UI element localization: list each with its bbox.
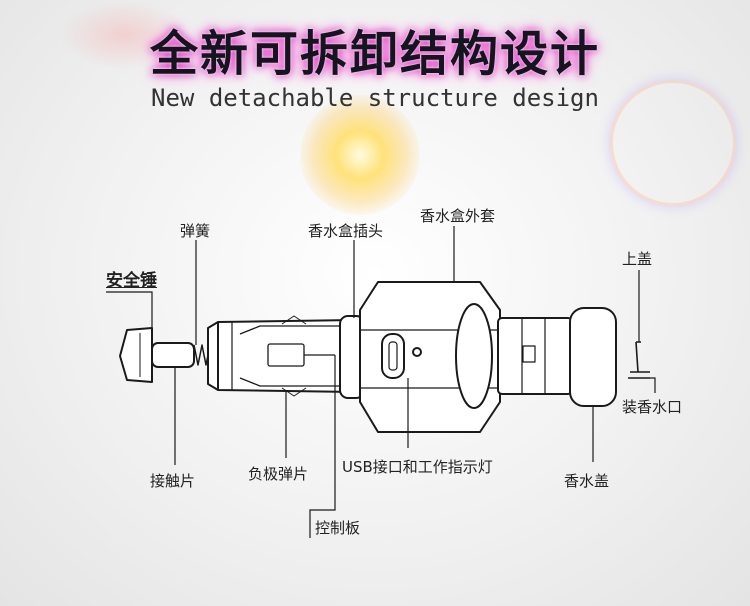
label-contact: 接触片 [150, 472, 196, 490]
perfume-cap [569, 307, 617, 407]
label-usb-light: USB接口和工作指示灯 [342, 458, 493, 476]
label-refill-port: 装香水口 [622, 398, 683, 416]
shell-opening [455, 303, 493, 409]
label-perfume-plug: 香水盒插头 [308, 222, 384, 240]
label-safety-hammer: 安全锤 [106, 271, 157, 291]
top-cover-part [628, 341, 650, 379]
leader-safety-hammer [106, 291, 153, 328]
label-top-cover: 上盖 [622, 250, 653, 268]
internal-chip [267, 343, 305, 367]
page-subtitle: New detachable structure design [151, 84, 599, 112]
label-perfume-cap: 香水盖 [564, 472, 610, 490]
indicator-light [412, 347, 422, 357]
page-title: 全新可拆卸结构设计 [149, 26, 600, 82]
contact-pin [151, 342, 195, 368]
safety-hammer-part [119, 327, 153, 383]
label-perfume-shell: 香水盒外套 [420, 207, 496, 225]
label-spring: 弹簧 [180, 222, 211, 240]
label-negative-spring: 负极弹片 [248, 465, 309, 483]
negative-spring-plate [239, 325, 345, 387]
label-control-board: 控制板 [315, 519, 361, 537]
leader-control-board [309, 355, 336, 538]
leader-refill-port [650, 377, 656, 393]
